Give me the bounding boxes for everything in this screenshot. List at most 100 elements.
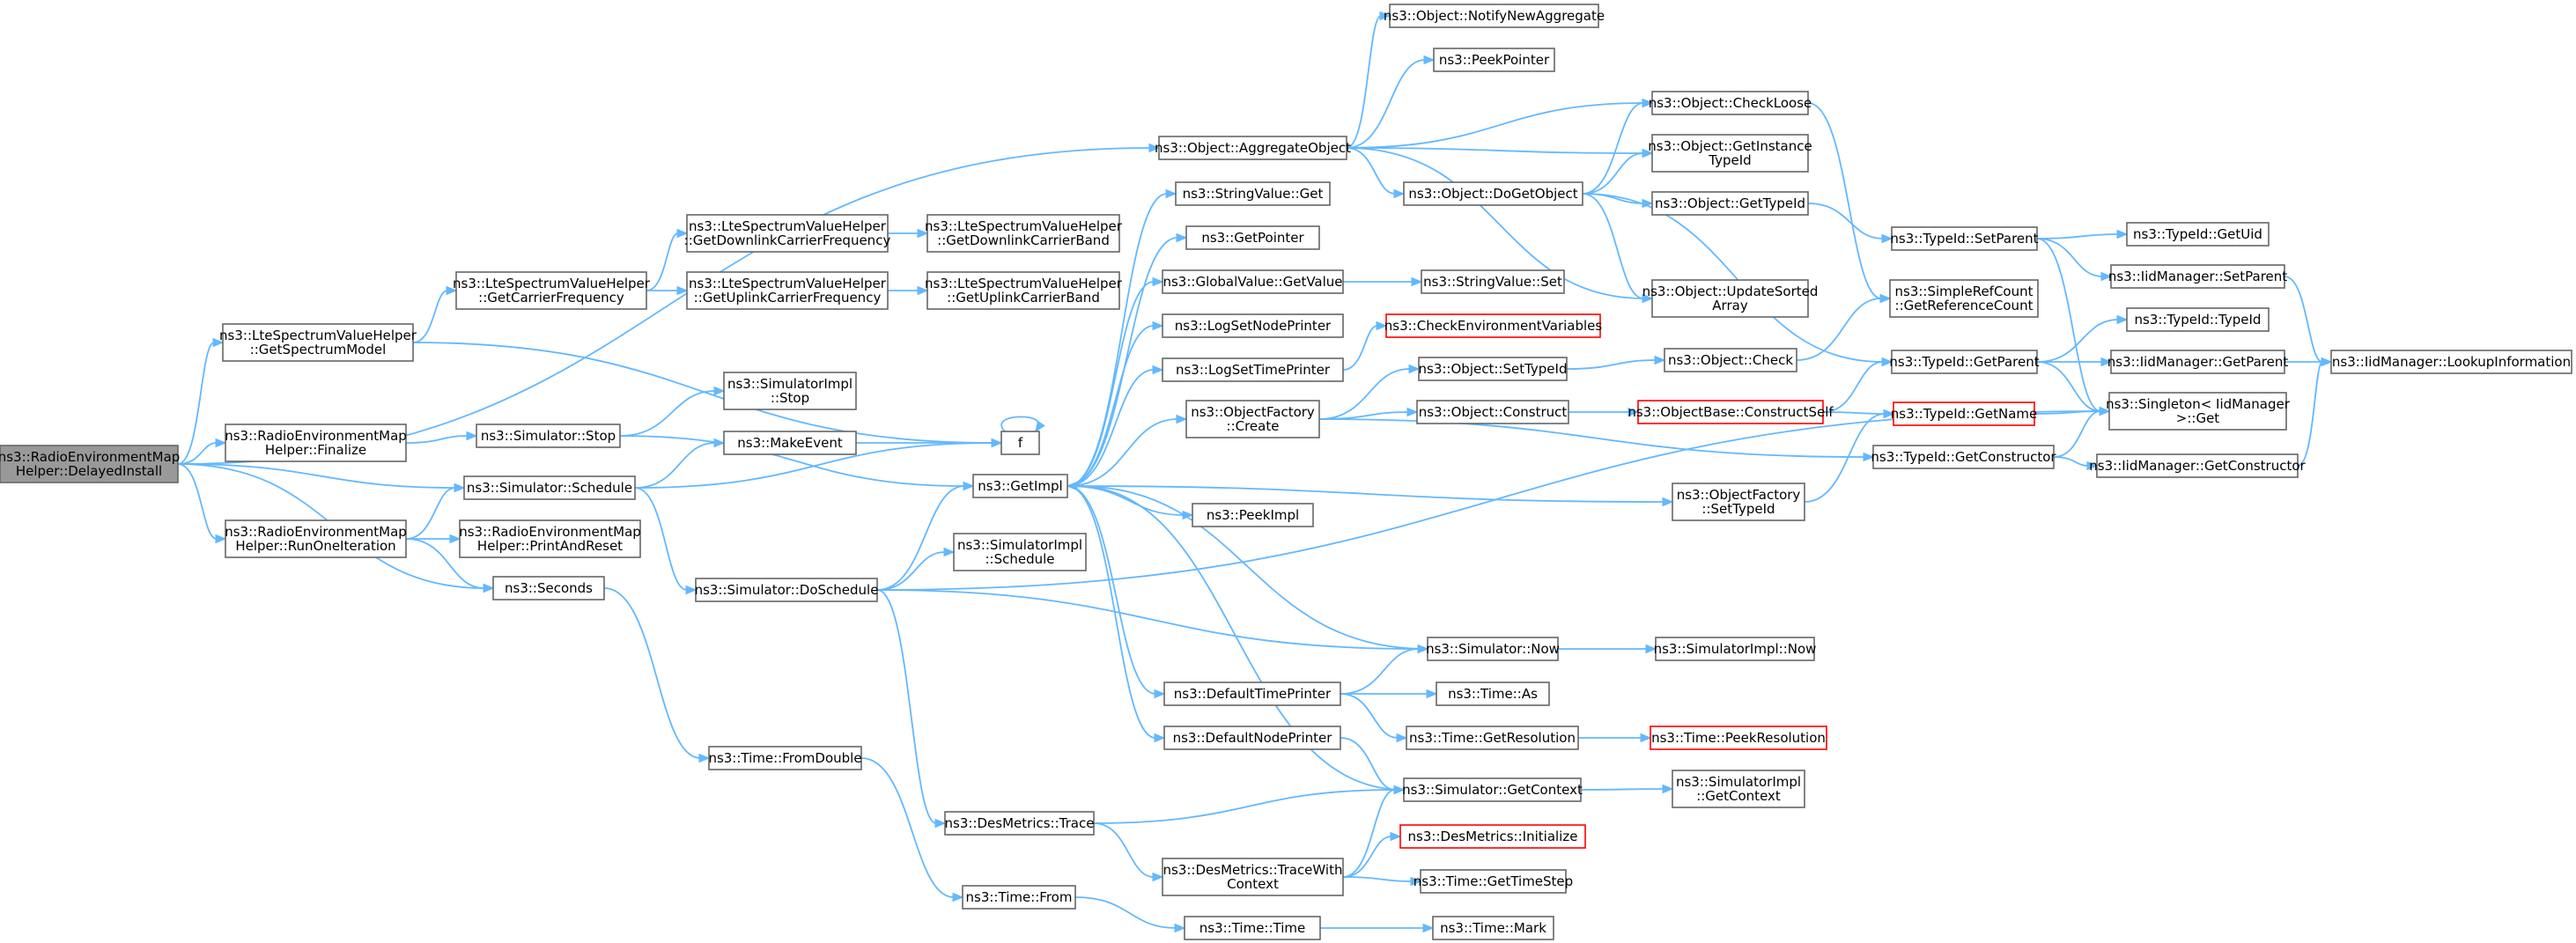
node-box — [1651, 134, 1809, 173]
node-label: ns3::Object::GetTypeId — [1655, 195, 1805, 211]
node-object-get-type-id[interactable]: ns3::Object::GetTypeId — [1651, 191, 1809, 216]
node-print-and-reset[interactable]: ns3::RadioEnvironmentMapHelper::PrintAnd… — [459, 519, 641, 558]
node-sim-schedule[interactable]: ns3::Simulator::Schedule — [463, 475, 636, 500]
node-time-from[interactable]: ns3::Time::From — [962, 885, 1076, 910]
node-object-check[interactable]: ns3::Object::Check — [1664, 348, 1797, 372]
node-time-from-double[interactable]: ns3::Time::FromDouble — [708, 746, 862, 770]
node-sim-now[interactable]: ns3::Simulator::Now — [1426, 637, 1560, 661]
node-sim-do-schedule[interactable]: ns3::Simulator::DoSchedule — [695, 578, 879, 602]
node-aggregate-object[interactable]: ns3::Object::AggregateObject — [1155, 136, 1351, 160]
node-sim-impl-now[interactable]: ns3::SimulatorImpl::Now — [1654, 637, 1817, 661]
node-box — [1185, 400, 1320, 438]
node-seconds[interactable]: ns3::Seconds — [492, 576, 605, 600]
edge-seconds-to-time-from-double — [603, 587, 711, 763]
node-sim-impl-stop[interactable]: ns3::SimulatorImpl::Stop — [723, 372, 857, 410]
node-get-dl-carrier-band[interactable]: ns3::LteSpectrumValueHelper::GetDownlink… — [925, 214, 1123, 253]
node-log-set-node-printer[interactable]: ns3::LogSetNodePrinter — [1162, 313, 1344, 338]
node-check-env-vars[interactable]: ns3::CheckEnvironmentVariables — [1384, 313, 1603, 338]
node-get-pointer[interactable]: ns3::GetPointer — [1185, 225, 1320, 250]
edge-object-base-construct-self-to-type-id-get-parent — [1822, 357, 1893, 413]
edge-arrowhead — [1422, 923, 1435, 933]
node-object-base-construct-self[interactable]: ns3::ObjectBase::ConstructSelf — [1628, 400, 1834, 424]
node-default-time-printer[interactable]: ns3::DefaultTimePrinter — [1163, 681, 1341, 706]
node-type-id-get-name[interactable]: ns3::TypeId::GetName — [1891, 402, 2037, 426]
node-time-peek-resolution[interactable]: ns3::Time::PeekResolution — [1650, 726, 1827, 750]
node-rem-run-one[interactable]: ns3::RadioEnvironmentMapHelper::RunOneIt… — [225, 519, 407, 558]
edge-arrowhead — [1642, 98, 1654, 108]
node-get-spectrum-model[interactable]: ns3::LteSpectrumValueHelper::GetSpectrum… — [219, 323, 417, 362]
edge-arrowhead — [1881, 233, 1893, 244]
node-box — [1427, 637, 1559, 661]
node-time-time[interactable]: ns3::Time::Time — [1184, 916, 1321, 940]
node-label: ns3::Object::AggregateObject — [1155, 140, 1351, 156]
node-time-get-time-step[interactable]: ns3::Time::GetTimeStep — [1413, 869, 1573, 894]
node-iid-mgr-get-parent[interactable]: ns3::IidManager::GetParent — [2107, 350, 2289, 374]
node-time-mark[interactable]: ns3::Time::Mark — [1432, 916, 1554, 940]
node-type-id-get-constructor[interactable]: ns3::TypeId::GetConstructor — [1871, 445, 2056, 469]
edge-arrowhead — [1390, 831, 1402, 842]
node-string-value-set[interactable]: ns3::StringValue::Set — [1421, 269, 1565, 294]
edge-arrowhead — [1154, 733, 1166, 743]
nodes-layer: ns3::RadioEnvironmentMapHelper::DelayedI… — [0, 4, 2572, 940]
node-label: ns3::StringValue::Set — [1423, 274, 1562, 290]
edge-sim-stop-to-sim-impl-stop — [619, 386, 726, 437]
edge-arrowhead — [1396, 733, 1408, 743]
node-get-dl-carrier-freq[interactable]: ns3::LteSpectrumValueHelper::GetDownlink… — [684, 214, 891, 253]
node-get-ul-carrier-freq[interactable]: ns3::LteSpectrumValueHelper::GetUplinkCa… — [686, 271, 889, 310]
edge-do-get-object-to-type-id-get-parent — [1582, 193, 1893, 367]
node-peek-pointer[interactable]: ns3::PeekPointer — [1433, 48, 1555, 72]
edge-get-carrier-freq-to-get-dl-carrier-freq — [646, 228, 689, 291]
node-object-check-loose[interactable]: ns3::Object::CheckLoose — [1649, 91, 1812, 115]
edge-object-construct-to-object-base-construct-self — [1568, 407, 1640, 417]
node-type-id-type-id[interactable]: ns3::TypeId::TypeId — [2126, 307, 2270, 332]
node-default-node-printer[interactable]: ns3::DefaultNodePrinter — [1163, 726, 1341, 750]
node-des-trace[interactable]: ns3::DesMetrics::Trace — [944, 811, 1095, 836]
node-iid-mgr-get-constructor[interactable]: ns3::IidManager::GetConstructor — [2089, 453, 2307, 478]
node-obj-factory-create[interactable]: ns3::ObjectFactory::Create — [1185, 400, 1320, 438]
node-get-carrier-freq[interactable]: ns3::LteSpectrumValueHelper::GetCarrierF… — [453, 271, 651, 310]
node-type-id-get-uid[interactable]: ns3::TypeId::GetUid — [2126, 222, 2270, 247]
node-sim-impl-schedule[interactable]: ns3::SimulatorImpl::Schedule — [953, 533, 1087, 571]
node-label: ns3::MakeEvent — [737, 435, 843, 451]
node-type-id-set-parent[interactable]: ns3::TypeId::SetParent — [1890, 226, 2039, 251]
node-sim-get-context[interactable]: ns3::Simulator::GetContext — [1402, 777, 1583, 802]
node-notify-new-aggregate[interactable]: ns3::Object::NotifyNewAggregate — [1384, 4, 1605, 28]
node-iid-mgr-set-parent[interactable]: ns3::IidManager::SetParent — [2108, 264, 2287, 289]
node-obj-factory-set-type-id[interactable]: ns3::ObjectFactory::SetTypeId — [1672, 483, 1805, 521]
node-time-get-resolution[interactable]: ns3::Time::GetResolution — [1406, 726, 1579, 750]
edge-get-dl-carrier-freq-to-get-dl-carrier-band — [887, 228, 929, 239]
node-get-impl[interactable]: ns3::GetImpl — [972, 474, 1068, 498]
edge-root-to-get-spectrum-model — [177, 337, 225, 465]
node-object-set-type-id[interactable]: ns3::Object::SetTypeId — [1418, 357, 1568, 381]
node-root[interactable]: ns3::RadioEnvironmentMapHelper::DelayedI… — [0, 445, 180, 483]
node-string-value-get[interactable]: ns3::StringValue::Get — [1175, 181, 1331, 206]
node-peek-impl[interactable]: ns3::PeekImpl — [1192, 503, 1314, 527]
node-label: ns3::IidManager::GetParent — [2107, 354, 2289, 370]
node-iid-mgr-lookup-info[interactable]: ns3::IidManager::LookupInformation — [2330, 350, 2572, 374]
node-label: ::GetReferenceCount — [1895, 298, 2033, 313]
node-make-event[interactable]: ns3::MakeEvent — [723, 431, 857, 455]
node-object-construct[interactable]: ns3::Object::Construct — [1416, 400, 1569, 424]
node-time-as[interactable]: ns3::Time::As — [1436, 681, 1550, 706]
node-label: ns3::ObjectBase::ConstructSelf — [1628, 404, 1834, 420]
node-get-ul-carrier-band[interactable]: ns3::LteSpectrumValueHelper::GetUplinkCa… — [925, 271, 1123, 310]
node-sim-impl-get-context[interactable]: ns3::SimulatorImpl::GetContext — [1672, 770, 1805, 808]
node-simple-ref-count-get-ref[interactable]: ns3::SimpleRefCount::GetReferenceCount — [1889, 279, 2039, 318]
node-label: ns3::TypeId::SetParent — [1890, 231, 2038, 247]
node-log-set-time-printer[interactable]: ns3::LogSetTimePrinter — [1162, 357, 1344, 382]
node-label: ns3::GlobalValue::GetValue — [1163, 274, 1342, 290]
node-global-value-get[interactable]: ns3::GlobalValue::GetValue — [1162, 269, 1344, 294]
node-box — [926, 271, 1120, 310]
node-des-initialize[interactable]: ns3::DesMetrics::Initialize — [1399, 824, 1586, 849]
node-type-id-get-parent[interactable]: ns3::TypeId::GetParent — [1889, 350, 2040, 374]
node-f[interactable]: f — [1000, 431, 1040, 455]
node-label: Helper::Finalize — [265, 442, 366, 458]
node-singleton-get[interactable]: ns3::Singleton< IidManager >::Get — [2106, 392, 2291, 431]
node-sim-stop[interactable]: ns3::Simulator::Stop — [476, 424, 621, 448]
node-do-get-object[interactable]: ns3::Object::DoGetObject — [1403, 181, 1583, 206]
edge-arrowhead — [2100, 357, 2113, 367]
